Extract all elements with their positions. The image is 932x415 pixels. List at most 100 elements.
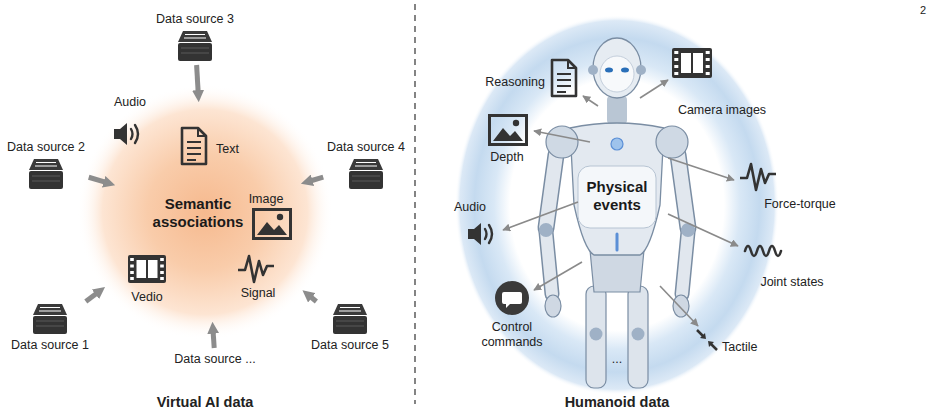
icon-slot: [29, 159, 63, 189]
film-icon: [128, 255, 166, 283]
database-icon-part: [349, 159, 383, 189]
document-icon-part: [568, 60, 576, 68]
humanoid-robot-part: [621, 68, 629, 73]
document-icon-part: [187, 142, 201, 160]
speaker-icon-part: [114, 123, 127, 145]
signal-icon: [740, 164, 776, 190]
flow-arrow: [310, 296, 316, 301]
database-icon-part: [33, 304, 67, 334]
document-icon-part: [198, 128, 206, 136]
humanoid-robot-part: [605, 68, 613, 73]
document-icon-part: [552, 60, 576, 96]
modality-label-text: Depth: [490, 150, 523, 165]
film-icon-part: [160, 265, 164, 268]
film-icon-part: [693, 53, 703, 73]
semantic-circle-shape: [81, 88, 329, 336]
humanoid-robot-part: [570, 123, 664, 255]
film-icon-part: [128, 255, 166, 283]
image-icon: [254, 210, 291, 239]
image-icon-part: [490, 116, 527, 145]
source-label: Data source 5: [311, 338, 389, 353]
wave-icon: [745, 246, 781, 256]
film-icon-part: [674, 51, 678, 54]
speaker-icon-part: [135, 125, 138, 143]
document-icon-part: [182, 128, 206, 164]
modality-label-text: Signal: [241, 286, 276, 301]
modality-label: Tactile: [722, 340, 757, 355]
modality-label: Audio: [454, 200, 486, 215]
modality-label-text: Image: [249, 192, 284, 207]
command-icon: [495, 281, 529, 315]
humanoid-robot-part: [682, 232, 688, 294]
command-icon-part: [495, 281, 529, 315]
sensor-arrow-part: [668, 214, 738, 246]
film-icon-part: [674, 72, 678, 75]
film-icon-part: [706, 58, 710, 61]
modality-label: Audio: [114, 95, 146, 110]
speaker-icon-part: [485, 229, 487, 239]
humanoid-robot-part: [546, 232, 552, 294]
humanoid-robot-part: [546, 155, 556, 228]
speaker-icon-part: [131, 129, 133, 139]
image-icon-part: [493, 128, 523, 141]
humanoid-robot-part: [600, 56, 634, 92]
modality-label: Vedio: [131, 290, 162, 305]
humanoid-robot-part: [636, 65, 646, 75]
semantic-circle: Semantic associations: [80, 87, 330, 337]
humanoid-robot: [539, 38, 695, 388]
panel-caption-text: Humanoid data: [565, 394, 670, 411]
humanoid-robot-part: [628, 286, 648, 388]
humanoid-robot-part: [586, 286, 606, 388]
page-number: 2: [920, 3, 926, 18]
tactile-icon: [697, 330, 717, 350]
document-icon: [552, 60, 576, 96]
blue-ring: [455, 15, 779, 395]
tactile-icon-part: [708, 341, 714, 347]
modality-label: Reasoning: [485, 75, 545, 90]
node-title: Physical events: [572, 178, 662, 214]
flow-arrow: [86, 293, 98, 302]
modality-label-text: Camera images: [678, 103, 766, 118]
humanoid-robot-part: [593, 38, 641, 98]
data-source: Data source ...: [174, 352, 255, 367]
ellipsis-label: ...: [612, 352, 622, 367]
sensor-arrow-part: [660, 286, 698, 326]
source-label: Data source 1: [11, 338, 89, 353]
command-icon-part: [502, 292, 522, 308]
panel-caption: Virtual AI data: [157, 394, 254, 411]
flow-arrow: [197, 65, 199, 93]
film-icon-part: [160, 277, 164, 280]
speaker-icon: [468, 223, 492, 245]
film-icon: [672, 48, 712, 78]
modality-label: Image: [249, 192, 284, 207]
film-icon-part: [674, 65, 678, 68]
modality-label-text: Joint states: [760, 275, 823, 290]
image-icon-part: [254, 210, 291, 239]
modality-label: Control commands: [477, 320, 547, 350]
sensor-arrow-part: [640, 80, 668, 98]
flow-arrow: [89, 177, 106, 182]
speaker-icon-part: [468, 223, 481, 245]
wave-icon-part: [745, 246, 781, 256]
film-icon-part: [706, 51, 710, 54]
humanoid-robot-part: [678, 155, 688, 228]
modality-label-text: Force-torque: [764, 197, 836, 212]
film-icon-part: [148, 260, 158, 278]
database-icon-part: [178, 31, 212, 61]
film-icon-part: [681, 53, 691, 73]
modality-label: Force-torque: [764, 197, 836, 212]
database-icon-part: [29, 159, 63, 189]
icon-slot: [33, 304, 67, 334]
source-label: Data source 4: [327, 140, 405, 155]
film-icon-part: [674, 58, 678, 61]
modality-label: Depth: [490, 150, 523, 165]
humanoid-robot-part: [590, 328, 603, 341]
flow-arrow: [213, 331, 214, 348]
sensor-arrow-part: [534, 131, 590, 142]
document-icon: [182, 128, 206, 164]
modality-label-text: Audio: [114, 95, 146, 110]
modality-label: Joint states: [760, 275, 823, 290]
humanoid-robot-part: [678, 155, 688, 228]
film-icon-part: [160, 271, 164, 274]
